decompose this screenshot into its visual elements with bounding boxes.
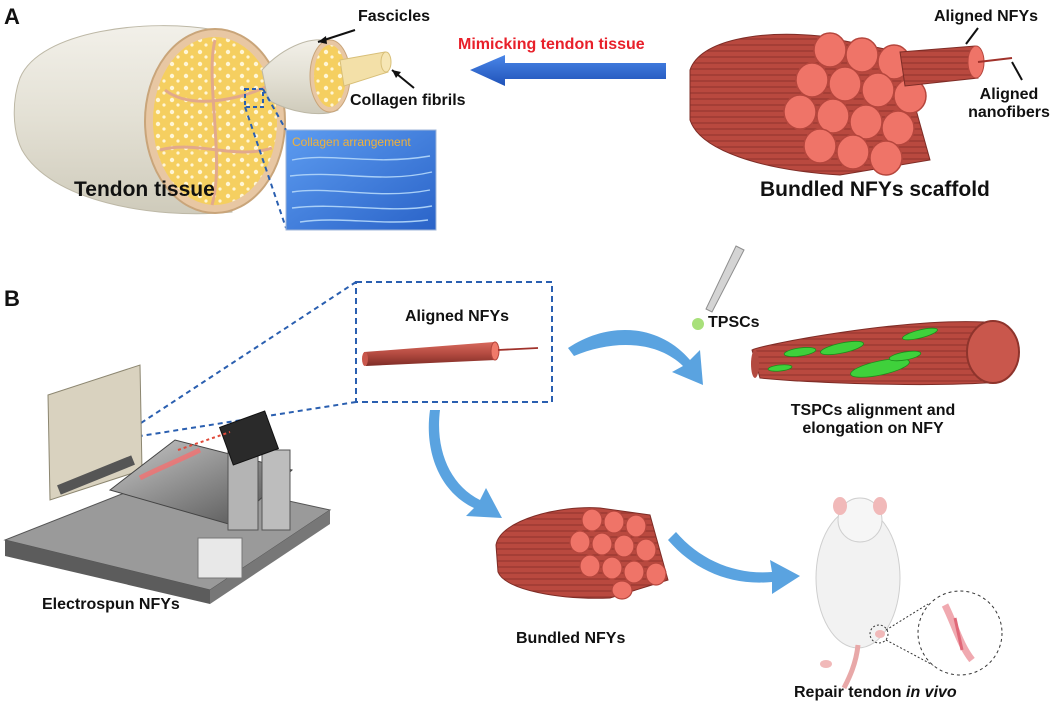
repair-prefix: Repair tendon <box>794 684 907 701</box>
aligned-nanofibers-line-1: Aligned <box>979 86 1039 103</box>
tendon-tissue-label: Tendon tissue <box>74 178 215 201</box>
bundled-nfys-label: Bundled NFYs <box>516 630 626 647</box>
aligned-nfys-zoom-box <box>355 281 553 403</box>
repair-in-vivo: in vivo <box>906 684 957 701</box>
collagen-fibrils-label: Collagen fibrils <box>350 92 466 109</box>
tpscs-label: TPSCs <box>708 314 760 331</box>
curved-arrows <box>428 329 800 594</box>
tspcs-line-2: elongation on NFY <box>802 420 944 438</box>
pipette-illustration <box>692 245 745 330</box>
tspcs-line-1: TSPCs alignment and <box>790 402 956 419</box>
fascicles-label: Fascicles <box>358 8 431 25</box>
rat-illustration <box>815 497 1003 690</box>
aligned-nanofibers-label: Aligned nanofibers <box>966 86 1052 123</box>
aligned-nanofibers-line-2: nanofibers <box>968 104 1050 122</box>
mimicking-arrow <box>470 55 666 86</box>
electrospun-nfys-label: Electrospun NFYs <box>42 596 180 613</box>
bundled-nfys-scaffold-illustration <box>689 27 1023 176</box>
panel-label-a: A <box>4 4 20 29</box>
bundled-nfys-illustration <box>495 507 669 600</box>
collagen-arrangement-label: Collagen arrangement <box>292 135 411 149</box>
aligned-nfys-top-label: Aligned NFYs <box>934 8 1039 25</box>
nfy-with-tspcs <box>751 320 1020 386</box>
repair-tendon-label: Repair tendon in vivo <box>794 684 957 702</box>
aligned-nfys-label: Aligned NFYs <box>405 308 510 325</box>
bundled-scaffold-label: Bundled NFYs scaffold <box>760 178 990 201</box>
electrospinning-machine <box>3 364 332 604</box>
mimicking-label: Mimicking tendon tissue <box>458 36 645 53</box>
panel-label-b: B <box>4 286 20 311</box>
tpsc-cell <box>692 318 704 330</box>
tspcs-alignment-label: TSPCs alignment and elongation on NFY <box>768 402 978 439</box>
collagen-arrangement-inset <box>285 129 437 231</box>
tendon-tissue-illustration <box>13 25 415 229</box>
aligned-nfy-yarn <box>362 341 539 366</box>
